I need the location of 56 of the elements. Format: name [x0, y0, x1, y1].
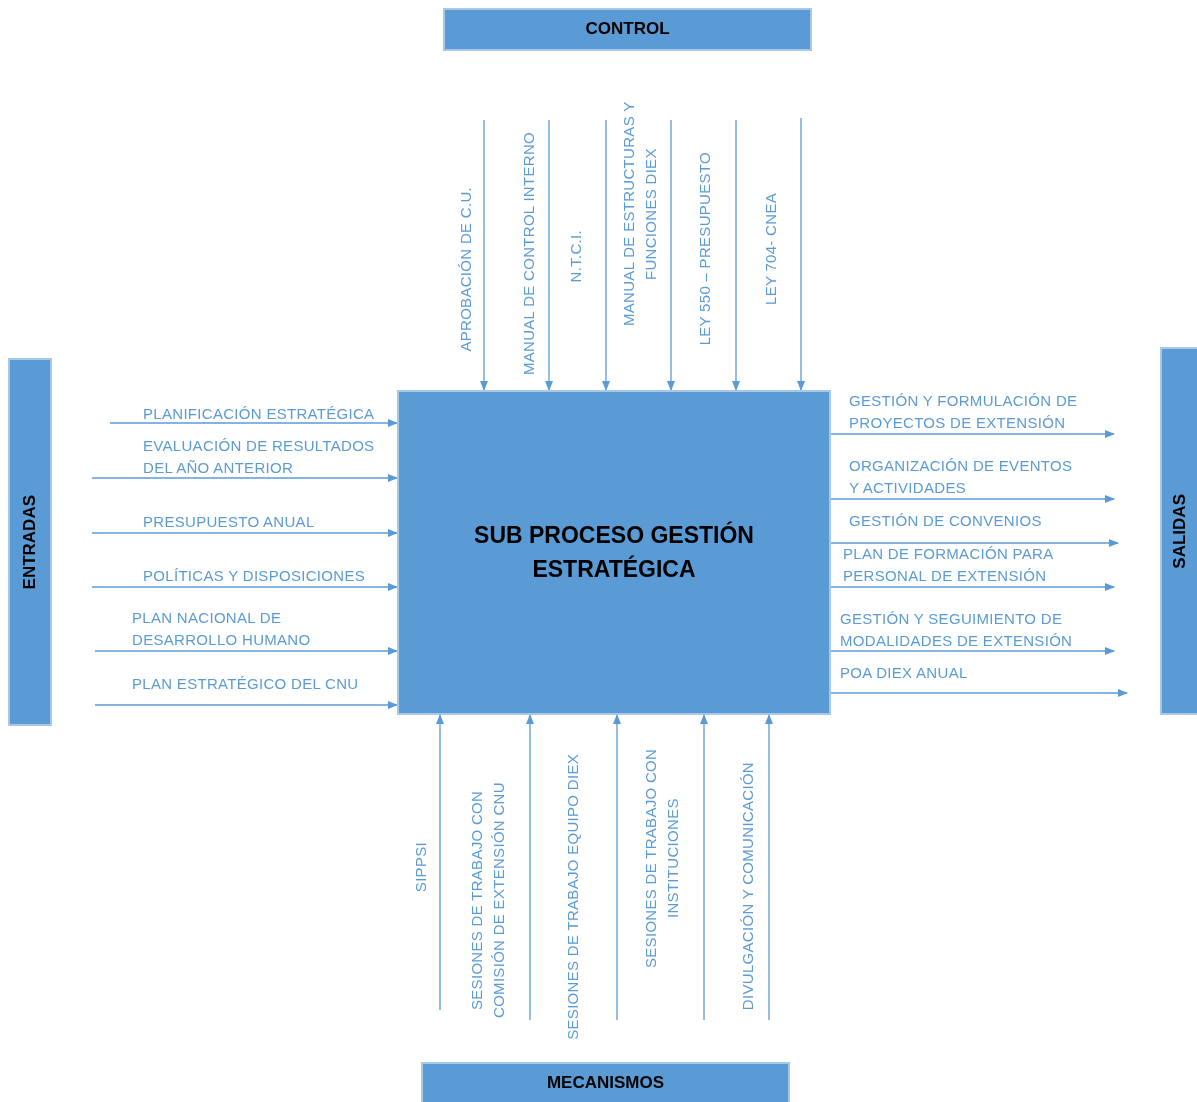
section-title: SALIDAS: [1168, 493, 1190, 569]
edge-label: DIVULGACIÓN Y COMUNICACIÓN: [738, 761, 757, 1010]
arrow: [109, 419, 398, 427]
edge-label: LEY 550 – PRESUPUESTO: [695, 151, 714, 345]
arrow: [830, 430, 1115, 438]
edge-label: PLAN ESTRATÉGICO DEL CNU: [132, 674, 360, 694]
edge-label: POLÍTICAS Y DISPOSICIONES: [143, 566, 366, 586]
edge-label: PLAN DE FORMACIÓN PARA PERSONAL DE EXTENSIÓN: [843, 544, 1054, 586]
arrow: [765, 714, 773, 1021]
arrow: [91, 583, 398, 591]
edge-label: GESTIÓN Y SEGUIMIENTO DE MODALIDADES DE EXTENSIÓN: [840, 609, 1074, 651]
section-title: ENTRADAS: [18, 494, 40, 590]
section-title: MECANISMOS: [546, 1071, 665, 1094]
header-bar: [443, 8, 812, 51]
arrow: [480, 119, 488, 391]
edge-label: PLANIFICACIÓN ESTRATÉGICA: [143, 404, 376, 424]
edge-label: PLAN NACIONAL DE DESARROLLO HUMANO: [132, 608, 312, 650]
process-title: SUB PROCESO GESTIÓN ESTRATÉGICA: [473, 520, 755, 584]
side-bar: [8, 358, 52, 726]
arrow: [602, 119, 610, 391]
arrow: [667, 119, 675, 391]
process-box: [397, 390, 831, 715]
edge-label: POA DIEX ANUAL: [840, 663, 969, 683]
arrow: [613, 714, 621, 1021]
arrow: [94, 701, 398, 709]
arrow: [797, 117, 805, 391]
arrow: [732, 119, 740, 391]
arrow: [830, 495, 1115, 503]
edge-label: LEY 704- CNEA: [761, 193, 780, 305]
arrow: [91, 474, 398, 482]
arrow: [700, 714, 708, 1021]
edge-label: GESTIÓN DE CONVENIOS: [849, 511, 1043, 531]
edge-label: ORGANIZACIÓN DE EVENTOS Y ACTIVIDADES: [849, 456, 1074, 498]
header-bar: [421, 1062, 790, 1102]
edge-label: APROBACIÓN DE C.U.: [456, 187, 475, 352]
arrow: [94, 647, 398, 655]
arrow: [526, 714, 534, 1021]
edge-label: N.T.C.I.: [566, 229, 585, 282]
edge-label: SESIONES DE TRABAJO EQUIPO DIEX: [563, 754, 582, 1040]
edge-label: SIPPSI: [411, 841, 430, 892]
arrow: [830, 583, 1115, 591]
edge-label: MANUAL DE ESTRUCTURAS Y FUNCIONES DIEX: [619, 100, 660, 329]
arrow: [830, 539, 1119, 547]
arrow: [91, 529, 398, 537]
edge-label: EVALUACIÓN DE RESULTADOS DEL AÑO ANTERIOR: [143, 436, 376, 478]
arrow: [830, 647, 1115, 655]
edge-label: PRESUPUESTO ANUAL: [143, 512, 316, 532]
edge-label: GESTIÓN Y FORMULACIÓN DE PROYECTOS DE EXTENSIÓN: [849, 391, 1079, 433]
edge-label: SESIONES DE TRABAJO CON INSTITUCIONES: [641, 747, 682, 970]
arrow: [436, 714, 444, 1011]
arrow: [830, 689, 1128, 697]
arrow: [545, 119, 553, 391]
section-title: CONTROL: [585, 18, 670, 41]
edge-label: SESIONES DE TRABAJO CON COMISIÓN DE EXTENSIÓN CNU: [467, 781, 508, 1020]
side-bar: [1160, 347, 1197, 715]
edge-label: MANUAL DE CONTROL INTERNO: [519, 131, 538, 375]
